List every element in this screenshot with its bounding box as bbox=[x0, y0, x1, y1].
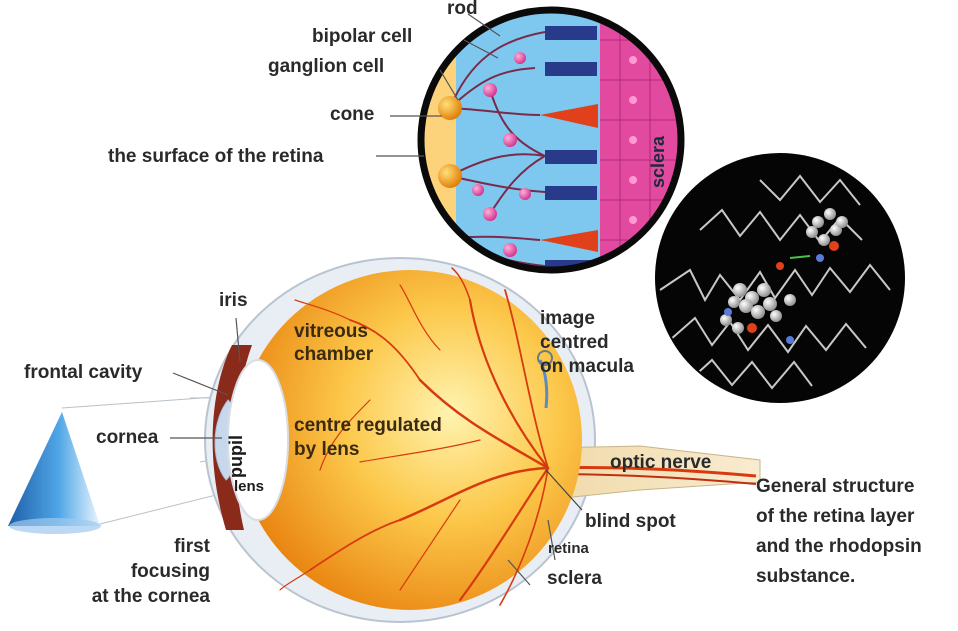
label-frontal-cavity: frontal cavity bbox=[24, 362, 142, 384]
cone-object bbox=[8, 412, 100, 526]
label-lens: lens bbox=[234, 478, 264, 496]
rhodopsin-molecule bbox=[655, 153, 905, 403]
label-iris: iris bbox=[219, 290, 248, 312]
label-cornea: cornea bbox=[96, 427, 158, 449]
label-ganglion-cell: ganglion cell bbox=[268, 56, 384, 78]
label-vitreous-chamber: vitreous chamber bbox=[294, 320, 373, 366]
label-sclera-inset: sclera bbox=[648, 136, 669, 188]
label-centre-regulated: centre regulated by lens bbox=[294, 414, 442, 462]
label-blind-spot: blind spot bbox=[585, 511, 676, 533]
label-bipolar-cell: bipolar cell bbox=[312, 26, 412, 48]
label-rod: rod bbox=[447, 0, 478, 20]
label-retina: retina bbox=[548, 540, 589, 558]
label-image-centred: image centred on macula bbox=[540, 307, 634, 379]
label-pupil: pupil bbox=[226, 435, 247, 478]
label-retina-surface: the surface of the retina bbox=[108, 146, 323, 168]
figure-caption: General structure of the retina layer an… bbox=[756, 472, 922, 592]
label-cone: cone bbox=[330, 104, 374, 126]
label-optic-nerve: optic nerve bbox=[610, 452, 711, 474]
label-first-focusing: first focusing at the cornea bbox=[70, 534, 210, 609]
label-sclera: sclera bbox=[547, 568, 602, 590]
